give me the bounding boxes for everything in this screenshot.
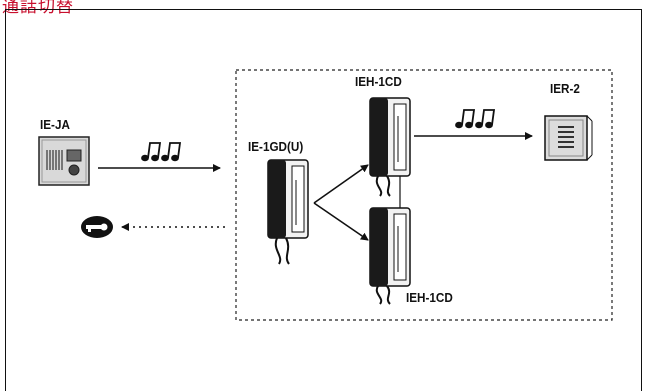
label-ieh-1cd-top: IEH-1CD [355, 74, 402, 89]
fork-arrow-down [313, 202, 369, 241]
header-title-fragment: 通話切替 [2, 0, 74, 17]
speaker-box-icon [544, 115, 593, 161]
system-boundary [235, 69, 613, 321]
master-handset-icon [267, 159, 309, 265]
label-ie-ja: IE-JA [40, 117, 70, 132]
music-notes-icon-right [455, 109, 496, 129]
sub-handset-bottom-icon [369, 207, 411, 305]
outer-frame [5, 9, 642, 391]
door-station-icon [38, 136, 90, 186]
sub-handset-top-icon [369, 97, 411, 197]
label-ie-1gd-u: IE-1GD(U) [248, 139, 304, 154]
system-diagram [38, 69, 613, 321]
label-ier-2: IER-2 [550, 81, 580, 96]
label-ieh-1cd-bottom: IEH-1CD [406, 290, 453, 305]
music-notes-icon-left [141, 142, 182, 162]
key-icon [81, 216, 113, 238]
fork-arrow-up [313, 164, 369, 204]
